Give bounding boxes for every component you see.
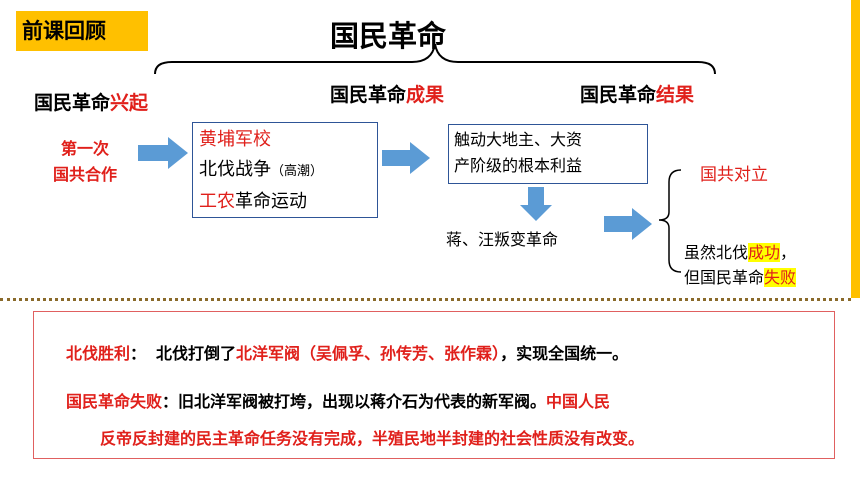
chinese-people-text: 中国人民 [546, 392, 611, 411]
arrow-right-3 [604, 208, 652, 240]
result-line2: 产阶级的根本利益 [454, 156, 583, 175]
victory-colon: ： [130, 344, 147, 363]
conclusion-l2-pre: 但国民革命 [684, 268, 765, 287]
section-result: 国民革命成果 [330, 80, 444, 107]
failure-colon: ： [162, 392, 179, 411]
whampoa-academy: 黄埔军校 [199, 129, 271, 150]
outcome-bracket [658, 169, 682, 273]
main-title: 国民革命 [330, 19, 447, 53]
success-highlight: 成功 [748, 243, 781, 262]
conclusion: 虽然北伐成功， 但国民革命失败 [684, 240, 796, 290]
victory-pre: 北伐打倒了 [156, 344, 237, 363]
conclusion-l1-pre: 虽然北伐 [684, 243, 749, 262]
section-outcome: 国民革命结果 [580, 80, 694, 107]
arrow-right-2 [382, 142, 430, 174]
conclusion-line1: 虽然北伐成功， [684, 240, 796, 265]
measures-box: 黄埔军校 北伐战争（高潮） 工农革命运动 [192, 122, 378, 218]
section-outcome-prefix: 国民革命 [580, 84, 657, 106]
climax-note: （高潮） [271, 164, 324, 179]
movement-label: 革命运动 [235, 191, 307, 212]
worker-peasant-movement: 工农革命运动 [199, 187, 371, 217]
northern-expedition-label: 北伐战争 [199, 159, 271, 180]
summary-box [33, 311, 835, 459]
warlords-text: 北洋军阀（吴佩孚、孙传芳、张作霖） [236, 344, 501, 363]
result-box: 触动大地主、大资 产阶级的根本利益 [448, 124, 648, 184]
right-accent-bar [851, 0, 860, 298]
conclusion-l1-post: ， [780, 243, 797, 262]
section-outcome-key: 结果 [656, 84, 695, 106]
cooperation-line2: 国共合作 [52, 165, 117, 184]
victory-post: ，实现全国统一。 [500, 344, 629, 363]
failure-label: 国民革命失败 [66, 392, 163, 411]
northern-expedition: 北伐战争（高潮） [199, 155, 371, 187]
first-cooperation: 第一次 国共合作 [40, 136, 130, 188]
failure-highlight: 失败 [764, 268, 797, 287]
victory-label: 北伐胜利 [66, 344, 131, 363]
section-rise-key: 兴起 [110, 92, 149, 114]
top-brace [154, 43, 716, 75]
dotted-divider [0, 298, 851, 301]
failure-text: 旧北洋军阀被打垮，出现以蒋介石为代表的新军阀。 [178, 392, 547, 411]
arrow-right-1 [138, 137, 188, 169]
cooperation-line1: 第一次 [60, 139, 109, 158]
section-rise: 国民革命兴起 [34, 88, 148, 115]
worker-peasant-label: 工农 [199, 191, 235, 212]
result-line1: 触动大地主、大资 [454, 130, 583, 149]
section-result-key: 成果 [406, 84, 445, 106]
summary-line3: 反帝反封建的民主革命任务没有完成，半殖民地半封建的社会性质没有改变。 [100, 429, 645, 448]
conclusion-line2: 但国民革命失败 [684, 265, 797, 290]
section-rise-prefix: 国民革命 [34, 92, 111, 114]
review-badge: 前课回顾 [16, 11, 148, 51]
summary-line1: 北伐胜利： 北伐打倒了北洋军阀（吴佩孚、孙传芳、张作霖），实现全国统一。 [66, 340, 628, 364]
kmt-ccp-split: 国共对立 [700, 165, 768, 185]
arrow-down [520, 187, 552, 221]
summary-line2: 国民革命失败：旧北洋军阀被打垮，出现以蒋介石为代表的新军阀。中国人民 [66, 388, 610, 412]
section-result-prefix: 国民革命 [330, 84, 407, 106]
betrayal-text: 蒋、汪叛变革命 [446, 230, 559, 249]
